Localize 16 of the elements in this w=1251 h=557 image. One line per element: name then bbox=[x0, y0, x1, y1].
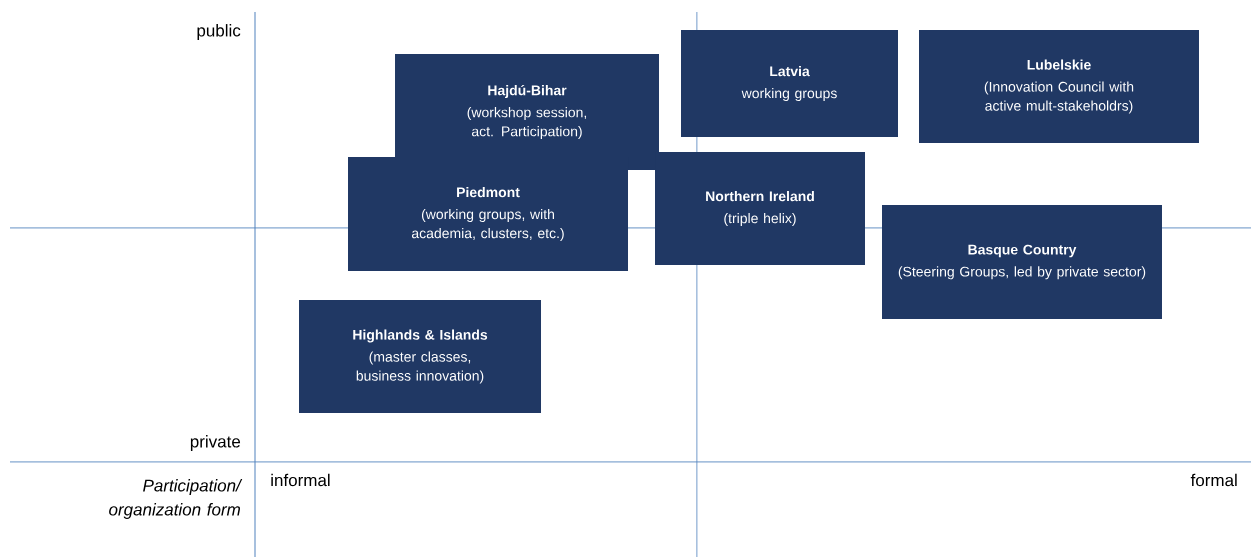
text-box: Basque Country (Steering Groups, led by private sector) bbox=[882, 205, 1162, 319]
node-label: (working groups, with academia, clusters, etc.) bbox=[411, 208, 564, 242]
text-box: Latvia working groups bbox=[681, 30, 898, 137]
axis-label: public bbox=[197, 24, 241, 40]
text-box: Northern Ireland (triple helix) bbox=[655, 152, 865, 265]
axis-label: private bbox=[190, 435, 241, 451]
text-box: Lubelskie (Innovation Council with active mult-stakeholdrs) bbox=[919, 30, 1199, 143]
text-box: Hajdú-Bihar (workshop session, act. Participation) bbox=[395, 54, 659, 170]
axis-label: informal bbox=[271, 473, 330, 487]
text-box: Piedmont (working groups, with academia, clusters, etc.) bbox=[348, 157, 628, 271]
node-label: Piedmont bbox=[457, 186, 520, 198]
axis-title: Participation/ organization form bbox=[109, 479, 243, 519]
text-box: Highlands & Islands (master classes, business innovation) bbox=[299, 300, 541, 413]
axis-label: formal bbox=[1190, 473, 1237, 487]
node-label: (workshop session, act. Participation) bbox=[467, 107, 587, 140]
node-label: Hajdú-Bihar bbox=[488, 84, 567, 99]
